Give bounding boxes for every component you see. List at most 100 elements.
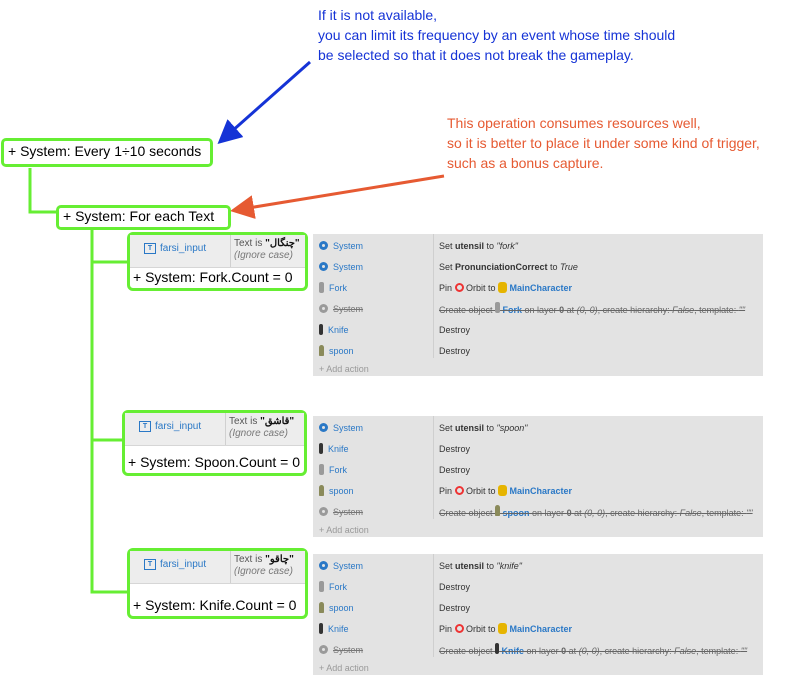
system-condition[interactable]: + System: Fork.Count = 0 [133,269,293,285]
system-condition[interactable]: + System: Knife.Count = 0 [133,597,297,613]
action-text-part: Destroy [439,581,471,592]
annotation-line: be selected so that it does not break th… [318,47,634,63]
action-text: Create object Knife on layer 0 at (0, 0)… [439,643,747,656]
action-text-part: PronunciationCorrect [455,261,548,272]
condition-text: Text is "چاقو"(Ignore case) [234,554,294,578]
gear-icon [319,423,328,432]
action-object-name: Fork [329,464,347,475]
condition-object-name: farsi_input [160,243,207,254]
action-text-part: 0 [566,508,572,518]
gear-icon [319,561,328,570]
action-object-name: Fork [329,282,347,293]
condition-prefix: Text is [234,238,266,249]
every-event[interactable]: + System: Every 1÷10 seconds [1,138,213,167]
every-event-label: + System: Every 1÷10 seconds [8,143,202,159]
action-object-name: System [333,506,364,517]
action-text-part: MainCharacter [507,283,573,293]
text-input-icon: T [144,559,156,570]
action-text-part: "" [746,508,753,518]
action-object: spoon [319,345,354,356]
red-annotation: This operation consumes resources well, … [447,113,760,173]
condition-divider [225,413,226,445]
add-action-link[interactable]: + Add action [319,663,369,673]
foreach-event[interactable]: + System: For each Text [56,205,231,230]
action-text: Destroy [439,325,470,335]
blue-annotation: If it is not available, you can limit it… [318,5,675,65]
action-text-part: to [547,261,561,272]
action-text-part: Destroy [439,602,471,613]
action-text-part: "knife" [496,560,522,571]
add-action-link[interactable]: + Add action [319,525,369,535]
action-text-part: at [566,646,579,656]
gear-icon [319,507,328,516]
condition-divider [230,551,231,583]
action-object-name: spoon [329,345,354,356]
fork-icon [495,302,501,313]
action-text-part: at [564,305,577,315]
action-row[interactable]: System Create object spoon on layer 0 at … [313,501,763,522]
action-text-part: "fork" [496,240,518,251]
gear-icon [319,262,328,271]
condition-object-name: farsi_input [160,559,207,570]
action-row[interactable]: spoon Destroy [313,340,763,361]
annotation-line: you can limit its frequency by an event … [318,27,676,43]
action-object-name: spoon [329,485,354,496]
condition-value: "چنگال" [265,238,300,249]
action-text-part: MainCharacter [507,486,573,496]
action-text: Set PronunciationCorrect to True [439,262,578,272]
action-text-part: Orbit to [463,624,499,634]
action-text-part: Create object [439,646,496,656]
action-text-part: , template: [696,646,741,656]
action-object-name: System [333,303,364,314]
action-text-part: utensil [455,422,485,433]
condition-divider [230,235,231,267]
action-text-part: on layer [529,508,567,518]
action-text: Set utensil to "knife" [439,561,522,571]
action-text-part: utensil [455,560,485,571]
action-text: Create object spoon on layer 0 at (0, 0)… [439,505,753,518]
spoon-icon [495,505,501,516]
knife-icon [495,643,500,654]
text-input-icon: T [139,421,151,432]
action-text-part: 0 [561,646,567,656]
main-character-icon [498,485,508,496]
action-text-part: to [484,560,497,571]
text-input-icon: T [144,243,156,254]
action-text-part: False [679,508,702,518]
action-text-part: Destroy [439,324,471,335]
fork-icon [319,282,324,293]
action-text-part: Set [439,240,456,251]
action-text-part: on layer [524,646,562,656]
add-action-link[interactable]: + Add action [319,364,369,374]
action-text-part: Destroy [439,345,471,356]
action-text-part: Create object [439,508,496,518]
condition-text-line: Text is "چاقو" [234,554,294,566]
action-text-part: "spoon" [496,422,528,433]
spoon-icon [319,602,324,613]
action-text: Destroy [439,582,470,592]
system-condition[interactable]: + System: Spoon.Count = 0 [128,454,300,470]
action-object: System [319,304,363,314]
